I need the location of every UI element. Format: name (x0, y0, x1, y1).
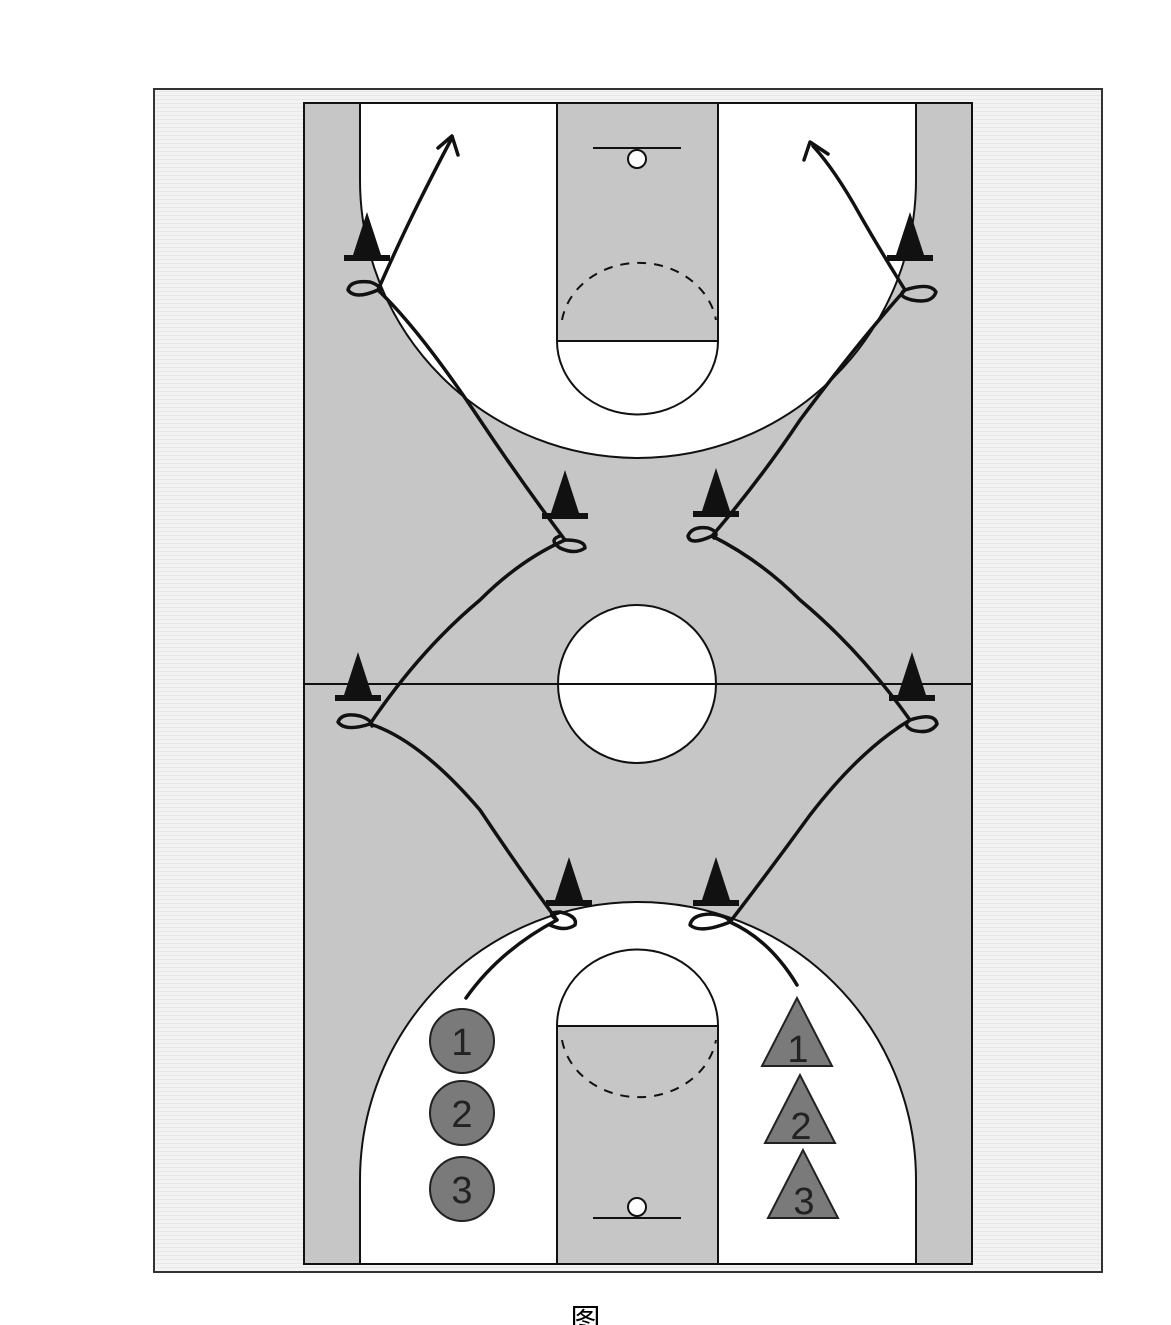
right-loop-1 (900, 284, 938, 303)
top-free-throw-circle (555, 340, 720, 416)
cone-base-2 (887, 255, 933, 261)
top-free-throw-dashed-arc (561, 261, 717, 321)
cones (335, 212, 935, 906)
cone-base-8 (693, 900, 739, 906)
court-boundary (303, 102, 973, 1265)
bottom-hoop (627, 1197, 647, 1217)
right-loop-3 (904, 715, 939, 734)
cone-6 (898, 652, 926, 695)
court (304, 103, 972, 1264)
bottom-free-throw-circle (555, 948, 720, 1027)
circle-player-2-label: 2 (451, 1094, 472, 1136)
triangle-players: 1 2 3 (760, 995, 840, 1223)
cone-base-6 (889, 695, 935, 701)
circle-player-2 (429, 1080, 495, 1146)
right-loop-4 (688, 912, 732, 931)
cone-2 (896, 212, 924, 255)
left-dribble-path (368, 136, 567, 1000)
cone-3 (551, 470, 579, 513)
cone-base-4 (693, 511, 739, 517)
left-loop-1 (346, 279, 383, 297)
triangle-player-2 (763, 1072, 837, 1144)
right-loop-2 (686, 525, 718, 543)
triangle-player-2-label: 2 (790, 1106, 811, 1148)
bottom-free-throw-dashed-arc (561, 1039, 717, 1099)
cone-base-5 (335, 695, 381, 701)
dribble-paths (336, 134, 939, 1000)
cone-7 (555, 857, 583, 900)
bottom-key (556, 1025, 719, 1264)
circle-player-1-label: 1 (451, 1022, 472, 1064)
cone-5 (344, 652, 372, 695)
cone-base-7 (546, 900, 592, 906)
circle-players: 1 2 3 (429, 1008, 495, 1222)
cone-base-3 (542, 513, 588, 519)
left-loop-2 (552, 534, 587, 554)
left-loop-4 (548, 910, 578, 931)
circle-player-3-label: 3 (451, 1170, 472, 1212)
triangle-player-1-label: 1 (787, 1029, 808, 1071)
cone-base-1 (344, 255, 390, 261)
left-loop-3 (336, 713, 374, 730)
top-hoop (627, 149, 647, 169)
circle-player-1 (429, 1008, 495, 1074)
triangle-player-1 (760, 995, 834, 1067)
figure-caption: 图 (570, 1306, 601, 1325)
top-key (556, 103, 719, 342)
circle-player-3 (429, 1156, 495, 1222)
cone-4 (702, 468, 730, 511)
cone-8 (702, 857, 730, 900)
left-arrowhead (436, 134, 460, 157)
right-arrowhead (802, 140, 830, 162)
triangle-player-3-label: 3 (793, 1181, 814, 1223)
triangle-player-3 (766, 1147, 840, 1219)
cone-1 (353, 212, 381, 255)
right-dribble-path (710, 144, 912, 987)
